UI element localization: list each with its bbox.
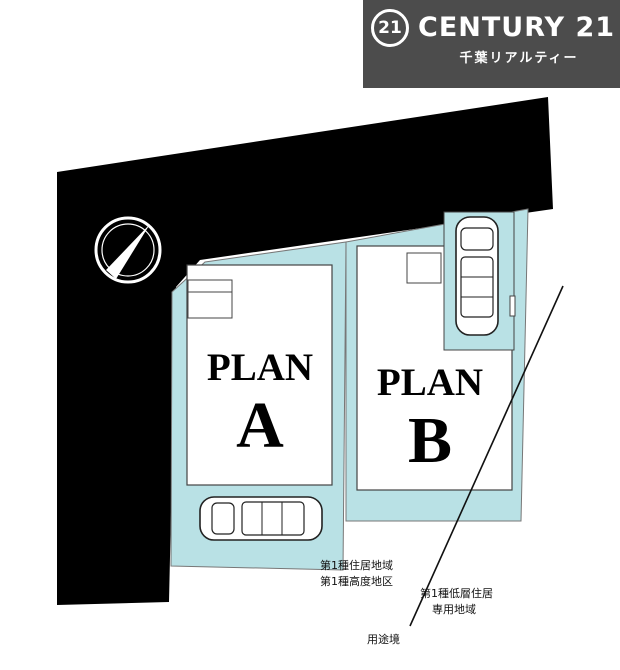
zoning-boundary-line xyxy=(409,285,564,627)
lot-b-meter xyxy=(509,295,516,317)
lot-b-car xyxy=(455,216,499,336)
lot-a-plan-label: PLAN xyxy=(207,346,313,389)
century21-logo: 21 CENTURY 21 千葉リアルティー xyxy=(363,0,620,88)
north-arrow-icon xyxy=(94,216,162,284)
lot-b-letter: B xyxy=(408,404,452,477)
lot-a-letter: A xyxy=(236,389,284,462)
road xyxy=(57,97,553,605)
zone-right-label-1: 第1種低層住居 xyxy=(420,587,493,600)
zone-left-label-2: 第1種高度地区 xyxy=(320,575,393,588)
century21-logo-mark: 21 xyxy=(371,9,409,47)
zone-right-label-2: 専用地域 xyxy=(432,603,476,616)
lot-b-porch xyxy=(406,252,442,284)
lot-b-plan-label: PLAN xyxy=(377,361,483,404)
zone-boundary-label: 用途境 xyxy=(367,633,400,646)
lot-a-porch xyxy=(187,279,233,319)
century21-brand: CENTURY 21 xyxy=(418,12,616,43)
zone-left-label-1: 第1種住居地域 xyxy=(320,559,393,572)
lot-a-car xyxy=(199,496,323,541)
century21-sub-brand: 千葉リアルティー xyxy=(459,51,579,66)
